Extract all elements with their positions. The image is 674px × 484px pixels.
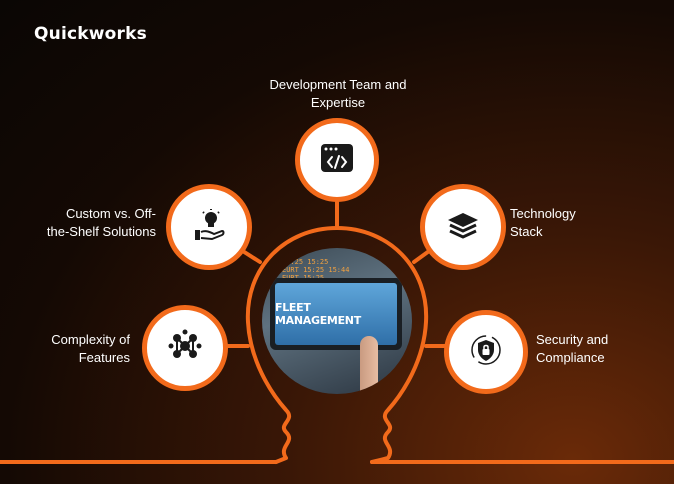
brand-logo: Quickworks: [34, 24, 147, 44]
node-complexity[interactable]: [142, 305, 228, 391]
code-window-icon: [320, 143, 354, 178]
finger: [360, 336, 378, 394]
tablet: FLEET MANAGEMENT: [270, 278, 402, 350]
label-complexity: Complexity of Features: [51, 332, 130, 365]
node-development-team[interactable]: [295, 118, 379, 202]
label-security: Security and Compliance: [536, 332, 609, 365]
label-technology-stack: Technology Stack: [510, 206, 576, 239]
network-nodes-icon: [168, 329, 202, 368]
tablet-screen: FLEET MANAGEMENT: [275, 283, 397, 345]
label-custom-solutions: Custom vs. Off- the-Shelf Solutions: [46, 206, 156, 239]
lightbulb-hand-icon: [192, 208, 226, 247]
shield-lock-icon: [469, 333, 503, 372]
label-development-team: Development Team and Expertise: [269, 77, 407, 110]
node-custom-solutions[interactable]: [166, 184, 252, 270]
node-technology-stack[interactable]: [420, 184, 506, 270]
layers-stack-icon: [446, 211, 480, 244]
node-security[interactable]: [444, 310, 528, 394]
fleet-management-photo: 15:25 15:25 EURT 15:25 15:44 EURT 15:25 …: [262, 248, 412, 394]
